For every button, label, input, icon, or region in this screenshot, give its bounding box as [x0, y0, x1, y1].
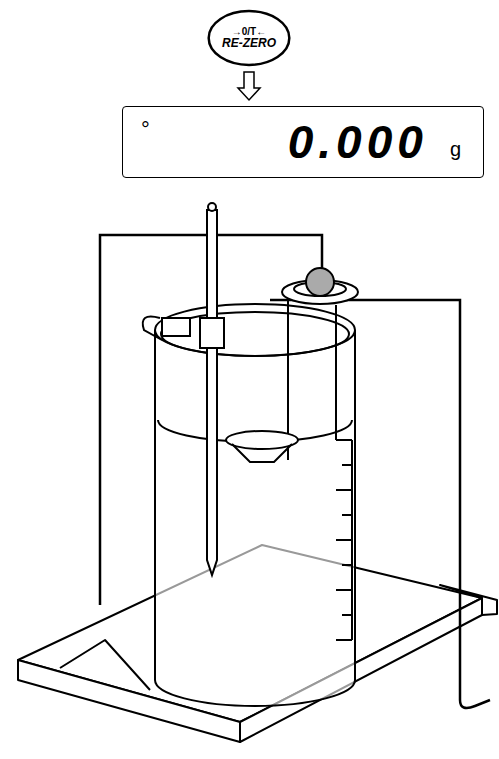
graduation-line	[351, 440, 353, 640]
beaker-spout	[143, 317, 162, 341]
pan-cutout	[60, 640, 150, 690]
stable-mark: °	[141, 119, 150, 141]
rim-clip	[162, 318, 190, 336]
sample-dish	[282, 268, 358, 304]
frame-wire	[270, 300, 490, 708]
thermometer-body	[207, 210, 217, 575]
weight-display: ° 0.000 g	[122, 106, 484, 178]
thermometer-clip	[200, 318, 224, 348]
hollow-arrow	[238, 72, 260, 100]
beaker-rim	[155, 304, 355, 356]
pan-rail	[440, 585, 497, 615]
front-frame	[270, 300, 490, 708]
rezero-button: →0/T←RE-ZERO	[207, 10, 291, 66]
unit-label: g	[450, 139, 461, 159]
key-label: RE-ZERO	[222, 37, 276, 50]
weight-value: 0.000	[288, 119, 428, 165]
key-symbol: →0/T←	[232, 26, 266, 37]
graduation-marks	[336, 440, 352, 640]
thermometer-top	[208, 203, 216, 211]
beaker-body	[155, 330, 355, 706]
thermometer	[162, 203, 224, 575]
lower-basket	[226, 431, 298, 449]
sample-ball	[306, 268, 334, 296]
beaker	[143, 304, 355, 706]
button-ellipse	[209, 11, 290, 65]
beaker-rim-inner	[161, 312, 349, 356]
lower-basket-cone	[232, 444, 292, 462]
sample-holder	[226, 300, 336, 462]
